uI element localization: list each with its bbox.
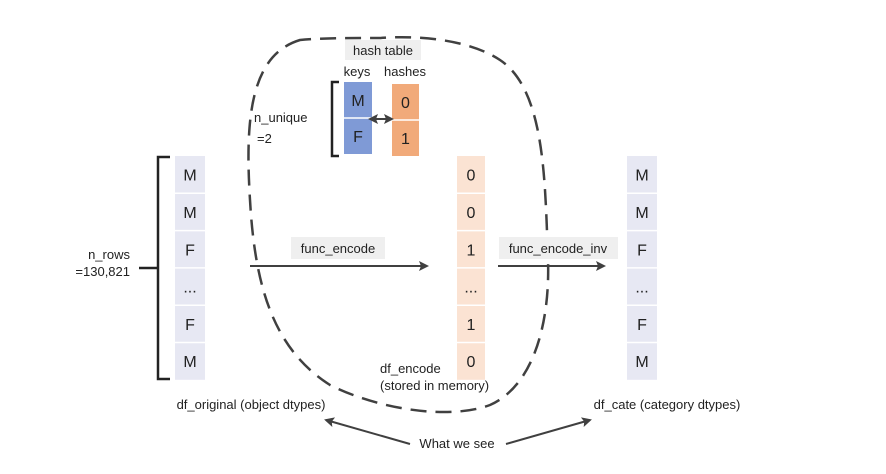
df-cate-cell xyxy=(627,305,657,343)
n-rows-value: =130,821 xyxy=(75,264,130,279)
hash-value: 1 xyxy=(401,131,410,148)
df-encode-value: 0 xyxy=(467,168,476,185)
df-original-cell xyxy=(175,193,205,231)
df-original-value: M xyxy=(183,168,196,185)
hash-value: 0 xyxy=(401,95,410,112)
df-cate-cell xyxy=(627,193,657,231)
hash-table-title: hash table xyxy=(353,43,413,58)
key-value: F xyxy=(353,129,363,146)
df-original-cell xyxy=(175,342,205,380)
what-we-see-label: What we see xyxy=(419,436,494,451)
n-unique-bracket xyxy=(330,80,339,158)
key-cell xyxy=(344,82,372,118)
df-encode-cell xyxy=(457,193,485,231)
df-cate-value: M xyxy=(635,354,648,371)
df-cate-cell xyxy=(627,156,657,194)
hash-cell xyxy=(392,84,419,120)
key-value: M xyxy=(351,93,364,110)
df-encode-cell xyxy=(457,156,485,194)
df-original-value: ... xyxy=(183,280,196,297)
df-encode-value: 0 xyxy=(467,205,476,222)
keys-header: keys xyxy=(344,64,371,79)
func-encode-inv-label: func_encode_inv xyxy=(509,241,608,256)
n-unique-value: =2 xyxy=(257,131,272,146)
df-original-value: F xyxy=(185,242,195,259)
df-encode-cell xyxy=(457,230,485,268)
hash-cell xyxy=(392,120,419,156)
key-cell xyxy=(344,118,372,154)
df-encode-cell xyxy=(457,342,485,380)
func-encode-label: func_encode xyxy=(301,241,375,256)
df-original-value: M xyxy=(183,354,196,371)
what-we-see-arrow-left xyxy=(324,417,411,445)
df-cate-label: df_cate (category dtypes) xyxy=(594,397,741,412)
df-cate-value: ... xyxy=(635,280,648,297)
df-original-cell xyxy=(175,267,205,306)
df-original-value: M xyxy=(183,205,196,222)
df-encode-value: 0 xyxy=(467,354,476,371)
df-original-cell xyxy=(175,305,205,343)
df-encode-cell xyxy=(457,305,485,343)
df-original-value: F xyxy=(185,317,195,334)
df-encode-cell xyxy=(457,267,485,306)
df-original-cell xyxy=(175,230,205,268)
func-encode-label-bg xyxy=(291,237,385,259)
df-cate-cell xyxy=(627,230,657,268)
df-encode-label: df_encode xyxy=(380,361,441,376)
df-encode-value: 1 xyxy=(467,242,476,259)
df-cate-value: F xyxy=(637,242,647,259)
n-unique-label: n_unique xyxy=(254,110,308,125)
n-rows-label: n_rows xyxy=(88,247,130,262)
hash-table-title-bg xyxy=(345,40,421,60)
df-cate-value: M xyxy=(635,168,648,185)
hashes-header: hashes xyxy=(384,64,426,79)
n-rows-bracket xyxy=(156,155,170,381)
df-cate-value: F xyxy=(637,317,647,334)
df-cate-value: M xyxy=(635,205,648,222)
df-cate-cell xyxy=(627,342,657,380)
df-encode-column: 0 0 1... 1 0 xyxy=(457,156,485,380)
memory-boundary-dashed xyxy=(247,35,550,414)
df-cate-column: M M F... F M xyxy=(627,156,657,380)
df-encode-value: 1 xyxy=(467,317,476,334)
df-encode-value: ... xyxy=(464,280,477,297)
df-cate-cell xyxy=(627,267,657,306)
what-we-see-arrow-right xyxy=(505,417,592,445)
hash-table: hash table keys hashes M F 0 1 xyxy=(330,40,426,158)
df-original-cell xyxy=(175,156,205,194)
df-original-column: M M F... F M xyxy=(175,156,205,380)
df-original-label: df_original (object dtypes) xyxy=(177,397,326,412)
func-encode-inv-label-bg xyxy=(499,237,618,259)
df-encode-sublabel: (stored in memory) xyxy=(380,378,489,393)
